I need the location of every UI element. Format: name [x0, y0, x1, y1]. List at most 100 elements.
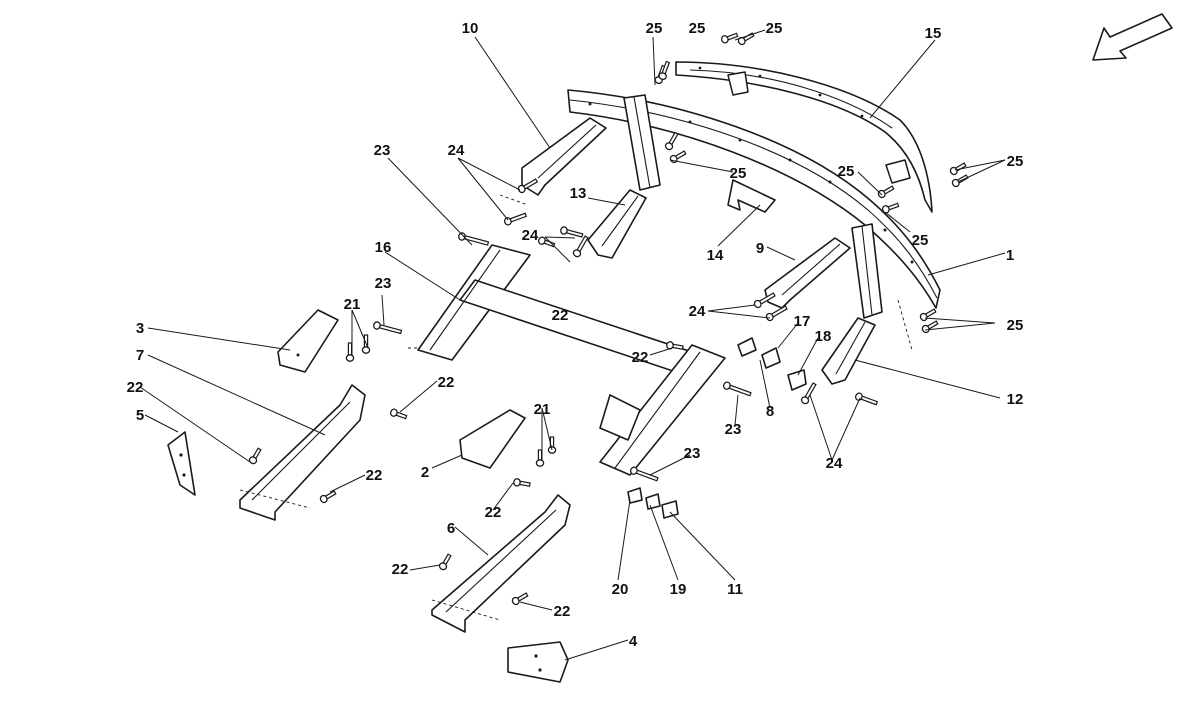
callout-c6: 6: [447, 520, 455, 537]
callout-c25h: 25: [1007, 317, 1024, 334]
callout-c4: 4: [629, 633, 638, 650]
callout-c20: 20: [612, 581, 629, 598]
part-11-clip: [661, 500, 679, 519]
bolt-icon: [248, 447, 262, 465]
part-5-plate: [167, 431, 196, 496]
direction-arrow-icon: [1092, 13, 1173, 61]
part-17-clip: [761, 347, 781, 369]
callout-c22d: 22: [552, 307, 569, 324]
part-8-clip: [737, 337, 757, 357]
bolt-icon: [877, 185, 895, 199]
bolt-icon: [881, 202, 900, 214]
callout-c11: 11: [727, 581, 743, 598]
part-13-bracket: [587, 189, 647, 259]
bolt-icon: [722, 381, 752, 397]
part-19-clip: [645, 493, 661, 510]
callout-c22f: 22: [485, 504, 502, 521]
callout-c22c: 22: [632, 349, 649, 366]
callout-c7: 7: [136, 347, 144, 364]
callout-c9: 9: [756, 240, 764, 257]
bolt-icon: [765, 305, 788, 322]
callout-c25d: 25: [730, 165, 747, 182]
callout-c18: 18: [815, 328, 832, 345]
callout-c17: 17: [794, 313, 811, 330]
callout-c8: 8: [766, 403, 774, 420]
part-18-clip: [787, 369, 807, 391]
bolt-icon: [458, 232, 490, 246]
part-7-arm: [239, 384, 366, 521]
part-12-bracket: [821, 317, 876, 385]
callout-c22h: 22: [554, 603, 571, 620]
callout-c22a: 22: [127, 379, 144, 396]
callout-c21a: 21: [344, 296, 361, 313]
callout-c23a: 23: [374, 142, 391, 159]
beam-right-post: [851, 223, 883, 319]
bolts: [248, 32, 969, 606]
part-20-clip: [627, 487, 643, 504]
bolt-icon: [720, 32, 739, 44]
part-4-plate: [507, 641, 569, 683]
callout-c25c: 25: [766, 20, 783, 37]
bolt-icon: [438, 553, 452, 571]
callout-c21b: 21: [534, 401, 551, 418]
part-1-rear-beam: [567, 89, 941, 309]
callout-c22e: 22: [366, 467, 383, 484]
callout-c24d: 24: [826, 455, 843, 472]
callout-c24b: 24: [522, 227, 539, 244]
bolt-icon: [389, 408, 408, 420]
callout-c23b: 23: [375, 275, 392, 292]
bolt-icon: [511, 592, 529, 606]
callout-c5: 5: [136, 407, 144, 424]
bolt-icon: [560, 226, 584, 238]
callout-c2: 2: [421, 464, 429, 481]
bolt-icon: [361, 334, 371, 354]
bolt-icon: [319, 490, 337, 504]
part-2-bracket: [459, 409, 526, 469]
callout-c25a: 25: [646, 20, 663, 37]
bolt-icon: [919, 308, 937, 322]
callout-c25g: 25: [912, 232, 929, 249]
part-15-upper-crossmember: [675, 61, 933, 213]
bolt-icon: [800, 382, 817, 405]
bolt-icon: [753, 292, 776, 309]
callout-c12: 12: [1007, 391, 1024, 408]
callout-c13: 13: [570, 185, 587, 202]
part-14-clip: [727, 179, 776, 213]
assembly-dashed-lines: [239, 194, 913, 621]
callout-c23d: 23: [684, 445, 701, 462]
beam-left-post: [623, 94, 661, 191]
callout-c19: 19: [670, 581, 687, 598]
callout-c22b: 22: [438, 374, 455, 391]
bolt-icon: [503, 212, 528, 226]
leader-lines: [139, 29, 1006, 661]
bolt-icon: [854, 392, 879, 406]
callout-c25e: 25: [838, 163, 855, 180]
callout-c24c: 24: [689, 303, 706, 320]
bolt-icon: [535, 449, 545, 467]
part-16-subframe: [417, 244, 726, 476]
part-3-bracket: [277, 309, 339, 373]
callout-c10: 10: [462, 20, 479, 37]
bolt-icon: [517, 178, 539, 194]
bolt-icon: [658, 60, 671, 81]
bolt-icon: [513, 478, 531, 487]
bolt-icon: [572, 235, 589, 258]
callout-c1: 1: [1006, 247, 1014, 264]
callout-c23c: 23: [725, 421, 742, 438]
callout-c14: 14: [707, 247, 724, 264]
callout-c3: 3: [136, 320, 144, 337]
bolt-icon: [921, 320, 939, 334]
callout-c25f: 25: [1007, 153, 1024, 170]
callout-c24a: 24: [448, 142, 465, 159]
bolt-icon: [629, 466, 659, 482]
part-9-bracket: [764, 237, 851, 309]
bolt-icon: [537, 236, 556, 248]
callout-c15: 15: [925, 25, 942, 42]
callout-c16: 16: [375, 239, 392, 256]
bolt-icon: [345, 342, 355, 362]
part-6-arm: [431, 494, 571, 633]
callout-c22g: 22: [392, 561, 409, 578]
bolt-icon: [664, 131, 679, 151]
